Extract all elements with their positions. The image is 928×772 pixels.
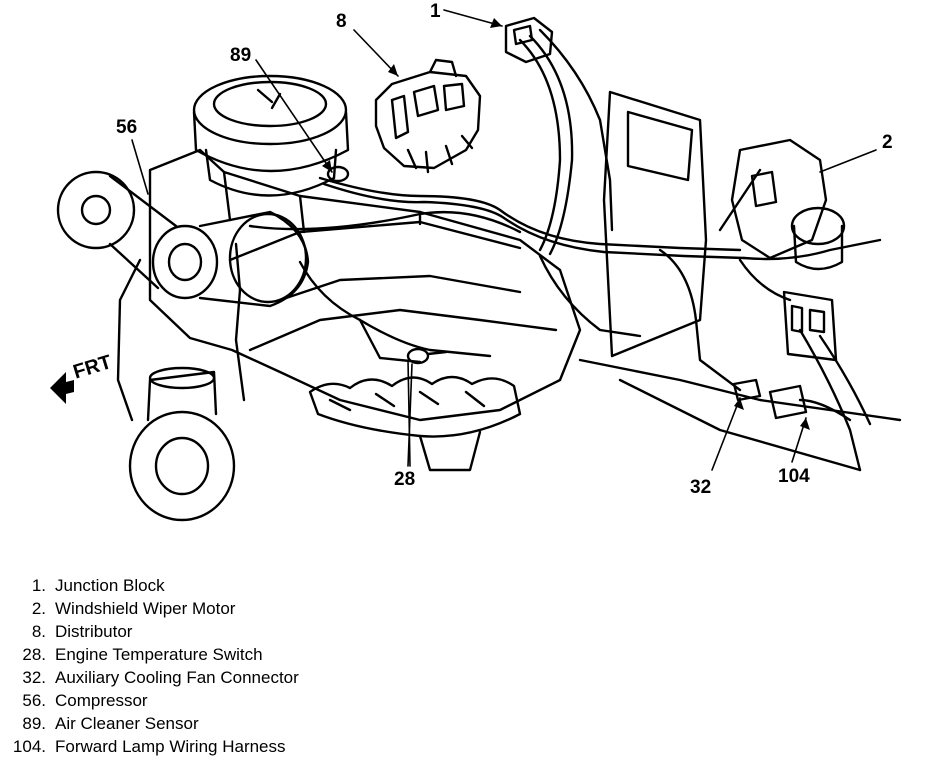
callout-8: 8 (336, 11, 347, 32)
legend-item: 2. Windshield Wiper Motor (0, 597, 420, 620)
legend-label: Forward Lamp Wiring Harness (55, 737, 286, 756)
engine-wiring-diagram (50, 9, 902, 522)
legend-number: 32. (22, 668, 46, 687)
engine-block (148, 148, 582, 422)
callout-2: 2 (882, 132, 893, 153)
callout-89: 89 (230, 45, 252, 66)
legend-number: 1. (31, 576, 46, 595)
legend-item: 8. Distributor (0, 620, 420, 643)
callout-1: 1 (430, 1, 441, 22)
legend-number: 89. (22, 714, 46, 733)
legend-label: Auxiliary Cooling Fan Connector (55, 668, 299, 687)
callout-arrowheads (322, 18, 810, 430)
legend-item: 28. Engine Temperature Switch (0, 643, 420, 666)
legend-number: 28. (22, 645, 46, 664)
compressor (56, 170, 310, 308)
legend-item: 1. Junction Block (0, 574, 420, 597)
wiring-harness (234, 28, 882, 472)
air-cleaner-sensor (326, 165, 350, 183)
legend-label: Compressor (55, 691, 148, 710)
callout-104: 104 (778, 466, 810, 487)
legend-item: 104. Forward Lamp Wiring Harness (0, 735, 420, 758)
callout-leaders (131, 9, 877, 471)
legend-number: 104. (12, 737, 46, 756)
legend-label: Junction Block (55, 576, 165, 595)
exhaust-manifold (308, 375, 522, 472)
legend-label: Distributor (55, 622, 133, 641)
callout-32: 32 (690, 477, 712, 498)
legend-number: 8. (31, 622, 46, 641)
firewall (578, 90, 902, 472)
callout-56: 56 (116, 117, 138, 138)
junction-block (504, 16, 554, 64)
wiper-motor (730, 138, 846, 271)
distributor (374, 58, 482, 174)
legend-item: 32. Auxiliary Cooling Fan Connector (0, 666, 420, 689)
front-arrow-icon (50, 372, 74, 404)
fan-connector (732, 378, 852, 422)
legend-item: 56. Compressor (0, 689, 420, 712)
legend-label: Engine Temperature Switch (55, 645, 263, 664)
air-cleaner (192, 74, 350, 197)
legend-item: 89. Air Cleaner Sensor (0, 712, 420, 735)
legend-label: Windshield Wiper Motor (55, 599, 236, 618)
legend: 1. Junction Block 2. Windshield Wiper Mo… (0, 574, 420, 758)
legend-number: 2. (31, 599, 46, 618)
lower-pulley (116, 258, 236, 522)
temperature-switch (406, 347, 448, 365)
callout-28: 28 (394, 469, 416, 490)
legend-number: 56. (22, 691, 46, 710)
legend-label: Air Cleaner Sensor (55, 714, 199, 733)
